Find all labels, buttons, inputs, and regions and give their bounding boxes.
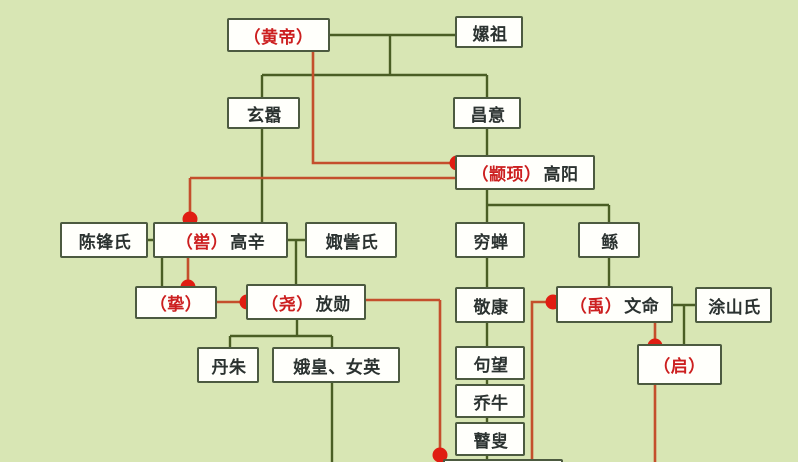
node-label: 娥皇、女英 [293,357,381,378]
node-label-red: （喾） [175,232,229,253]
node-juwang: 句望 [455,346,525,380]
node-label: 敬康 [473,297,509,318]
node-label: 玄嚣 [247,105,282,126]
node-label: 昌意 [470,105,506,126]
kinship-lines [148,33,695,462]
node-ku-gaoxin: （喾）高辛 [153,222,288,258]
node-label: 娵訾氏 [325,232,379,253]
node-tushan-shi: 涂山氏 [695,287,772,323]
node-gusou: 瞽叟 [455,422,525,456]
node-label-red: （禹） [569,297,623,317]
node-qiaoniu: 乔牛 [455,384,525,418]
node-xuanxiao: 玄嚣 [227,97,300,129]
node-zhuanxu-gaoyang: （颛顼）高阳 [455,155,595,190]
node-label: 乔牛 [473,393,509,414]
node-label: 丹朱 [211,357,247,378]
node-gun: 鲧 [578,222,640,258]
node-danzhu: 丹朱 [197,347,259,383]
node-chenfeng-shi: 陈锋氏 [60,222,148,258]
node-label: 瞽叟 [473,431,509,452]
node-yu-wenming: （禹）文命 [556,286,673,323]
node-huangdi: （黄帝） [227,18,330,52]
node-juzi-shi: 娵訾氏 [305,222,397,258]
node-yao-fangxun: （尧）放勋 [246,284,366,320]
node-label: 放勋 [315,294,351,315]
node-label: 句望 [473,355,509,376]
node-jingkang: 敬康 [455,287,525,323]
node-label: 涂山氏 [708,297,761,318]
node-changyi: 昌意 [453,97,521,129]
node-ehuang-nuying: 娥皇、女英 [272,347,400,383]
node-label-red: （颛顼） [471,165,542,185]
node-label-red: （尧） [261,294,314,315]
node-leizu: 嫘祖 [455,16,523,48]
node-label-red: （挚） [149,295,203,315]
node-zhi: （挚） [135,286,217,319]
node-label: 高辛 [230,232,266,253]
succession-lines [186,52,657,462]
node-label-red: （黄帝） [243,27,314,48]
node-label: 文命 [624,297,660,317]
node-qiongchan: 穷蝉 [455,222,525,258]
node-label-red: （启） [653,357,706,377]
node-label: 嫘祖 [472,24,508,45]
node-shun-cutoff [443,459,563,462]
node-label: 鲧 [601,232,619,253]
node-label: 高阳 [543,165,579,185]
node-label: 陈锋氏 [78,232,132,253]
node-label: 穷蝉 [473,232,509,253]
node-qi: （启） [637,344,722,385]
